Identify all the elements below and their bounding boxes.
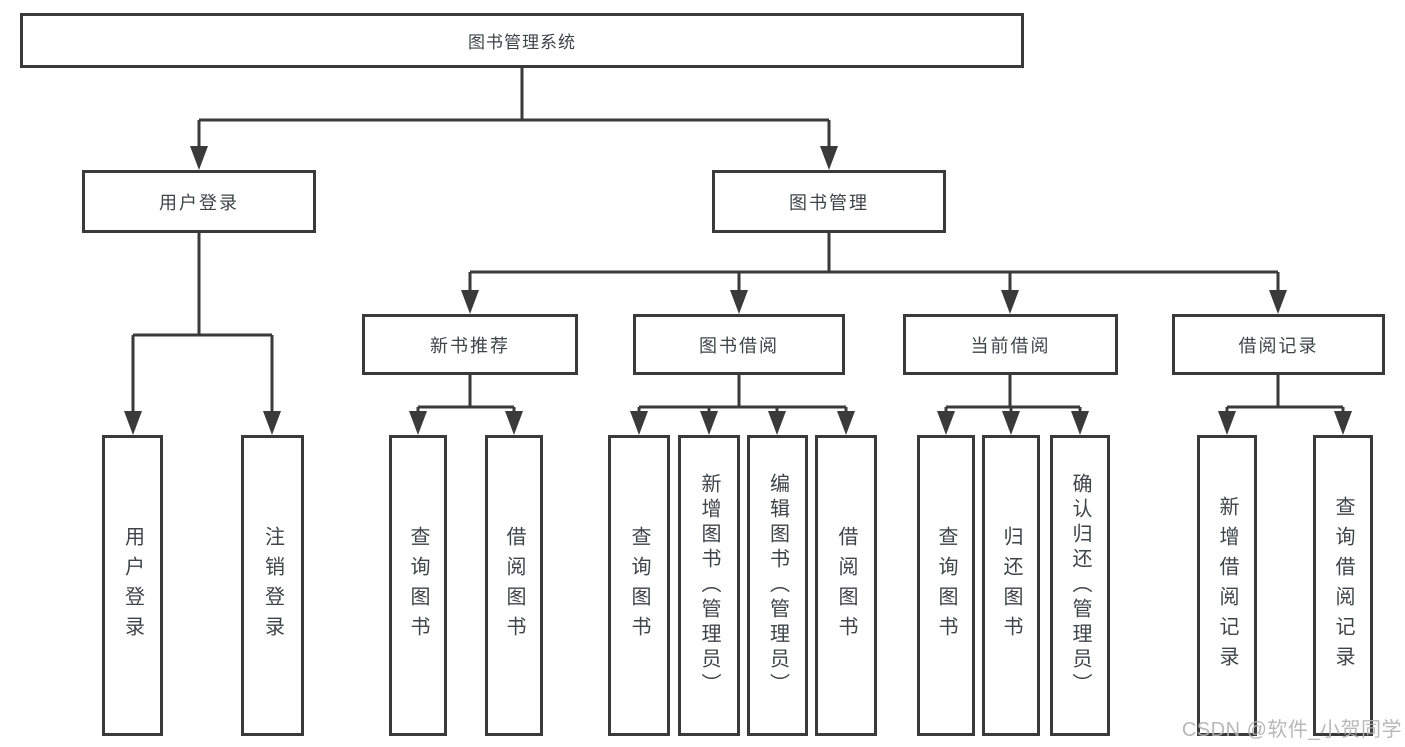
connector-currentborrow-leaves <box>944 375 1082 413</box>
node-user-login: 用户登录 <box>82 170 316 233</box>
connector-root-l2 <box>197 68 831 148</box>
arrow-down-icon <box>730 290 748 314</box>
leaf-confirm-return-admin: 确认归还（管理员） <box>1050 435 1110 736</box>
node-book-management: 图书管理 <box>712 170 946 233</box>
connector-bookborrow-leaves <box>637 375 848 413</box>
arrow-down-icon <box>837 411 855 435</box>
leaf-add-borrow-record: 新增借阅记录 <box>1197 435 1257 736</box>
arrow-down-icon <box>630 411 648 435</box>
node-new-book-recommend: 新书推荐 <box>362 314 578 375</box>
arrow-down-icon <box>505 411 523 435</box>
arrow-down-icon <box>409 411 427 435</box>
node-current-borrow: 当前借阅 <box>903 314 1118 375</box>
leaf-query-books-borrow: 查询图书 <box>608 435 670 736</box>
arrow-down-icon <box>461 290 479 314</box>
arrowheads <box>124 146 1352 435</box>
arrow-down-icon <box>1002 411 1020 435</box>
leaf-edit-book-admin: 编辑图书（管理员） <box>747 435 808 736</box>
leaf-query-borrow-record: 查询借阅记录 <box>1313 435 1373 736</box>
leaf-borrow-books: 借阅图书 <box>815 435 877 736</box>
node-library-management-system: 图书管理系统 <box>20 13 1024 68</box>
arrow-down-icon <box>1071 411 1089 435</box>
csdn-watermark: CSDN @软件_小贺同学 <box>1181 719 1402 741</box>
connector-newbook-leaves <box>416 375 516 413</box>
arrow-down-icon <box>768 411 786 435</box>
leaf-logout-login: 注销登录 <box>241 435 304 736</box>
arrow-down-icon <box>937 411 955 435</box>
node-book-borrow: 图书借阅 <box>633 314 845 375</box>
leaf-user-login: 用户登录 <box>102 435 163 736</box>
arrow-down-icon <box>263 411 281 435</box>
connector-records-leaves <box>1225 375 1345 413</box>
arrow-down-icon <box>1001 290 1019 314</box>
leaf-query-books-current: 查询图书 <box>917 435 975 736</box>
arrow-down-icon <box>124 411 142 435</box>
arrow-down-icon <box>1218 411 1236 435</box>
arrow-down-icon <box>1334 411 1352 435</box>
connector-userlogin-leaves <box>131 233 274 413</box>
leaf-add-book-admin: 新增图书（管理员） <box>678 435 740 736</box>
arrow-down-icon <box>190 146 208 170</box>
node-borrow-records: 借阅记录 <box>1172 314 1385 375</box>
leaf-return-books: 归还图书 <box>982 435 1040 736</box>
arrow-down-icon <box>820 146 838 170</box>
leaf-borrow-books-recommend: 借阅图书 <box>485 435 543 736</box>
connector-l2-l3 <box>468 233 1280 292</box>
arrow-down-icon <box>1269 290 1287 314</box>
leaf-query-books-recommend: 查询图书 <box>389 435 447 736</box>
arrow-down-icon <box>700 411 718 435</box>
